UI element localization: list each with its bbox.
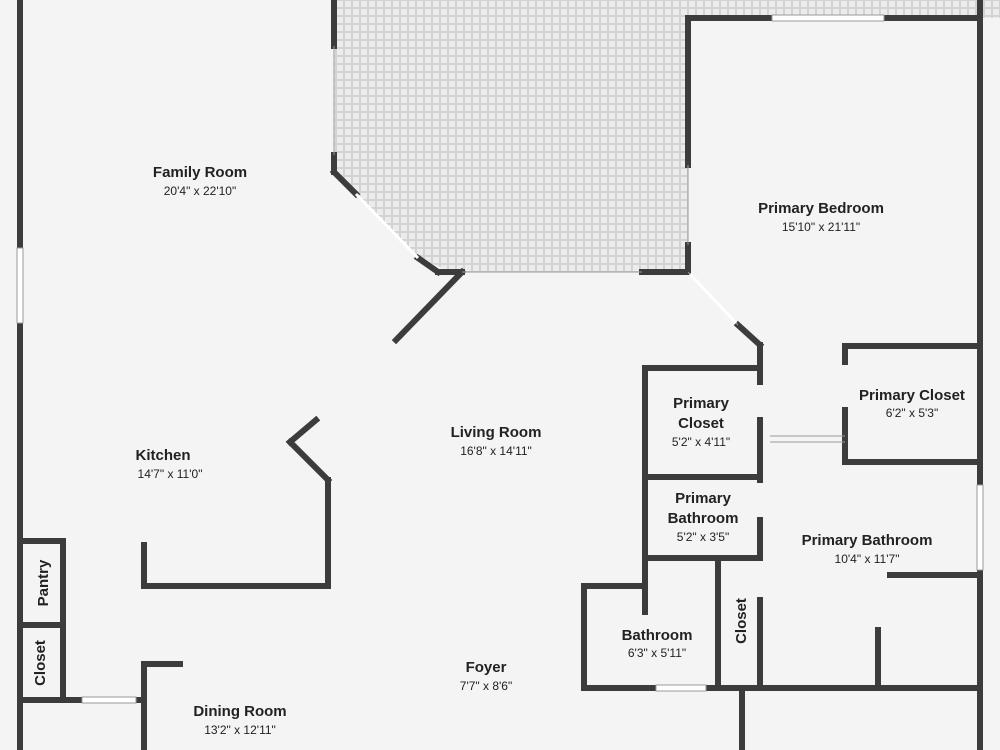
room-name-foyer: Foyer <box>466 659 507 676</box>
room-bathroom: Bathroom 6'3" x 5'11" <box>622 627 693 660</box>
room-name-primary-closet-mid-line2: Closet <box>678 415 724 432</box>
patio-tiled-area <box>334 0 1000 272</box>
room-name-primary-bathroom: Primary Bathroom <box>802 532 933 549</box>
room-dims-primary-closet-mid: 5'2" x 4'11" <box>672 435 730 449</box>
room-dims-primary-bathroom-small: 5'2" x 3'5" <box>677 530 729 544</box>
room-dims-foyer: 7'7" x 8'6" <box>460 679 512 693</box>
room-name-living-room: Living Room <box>451 424 542 441</box>
room-name-closet-hall: Closet <box>733 598 750 644</box>
room-closet-left: Closet <box>32 640 49 686</box>
room-dims-kitchen: 14'7" x 11'0" <box>138 467 203 481</box>
room-dims-living-room: 16'8" x 14'11" <box>460 444 532 458</box>
room-name-primary-bathroom-small-line1: Primary <box>675 490 732 507</box>
room-kitchen: Kitchen 14'7" x 11'0" <box>135 447 202 481</box>
room-name-bathroom: Bathroom <box>622 627 693 644</box>
walls <box>17 0 983 750</box>
room-name-dining-room: Dining Room <box>193 703 286 720</box>
room-dims-primary-bathroom: 10'4" x 11'7" <box>835 552 900 566</box>
room-pantry: Pantry <box>35 559 52 606</box>
room-name-primary-closet-mid-line1: Primary <box>673 395 730 412</box>
room-dining-room: Dining Room 13'2" x 12'11" <box>193 703 286 737</box>
room-name-primary-closet-right: Primary Closet <box>859 387 965 404</box>
room-primary-closet-right: Primary Closet 6'2" x 5'3" <box>859 387 965 420</box>
room-dims-primary-bedroom: 15'10" x 21'11" <box>782 220 860 234</box>
room-primary-bedroom: Primary Bedroom 15'10" x 21'11" <box>758 200 884 234</box>
room-name-pantry: Pantry <box>35 559 52 606</box>
room-dims-primary-closet-right: 6'2" x 5'3" <box>886 406 938 420</box>
room-name-closet-left: Closet <box>32 640 49 686</box>
room-primary-bathroom-small: Primary Bathroom 5'2" x 3'5" <box>668 490 739 544</box>
room-name-primary-bedroom: Primary Bedroom <box>758 200 884 217</box>
room-name-kitchen: Kitchen <box>135 447 190 464</box>
room-foyer: Foyer 7'7" x 8'6" <box>460 659 512 693</box>
room-name-primary-bathroom-small-line2: Bathroom <box>668 510 739 527</box>
room-dims-bathroom: 6'3" x 5'11" <box>628 646 686 660</box>
room-family-room: Family Room 20'4" x 22'10" <box>153 164 247 198</box>
room-primary-closet-mid: Primary Closet 5'2" x 4'11" <box>672 395 730 449</box>
room-name-family-room: Family Room <box>153 164 247 181</box>
room-dims-dining-room: 13'2" x 12'11" <box>204 723 276 737</box>
room-primary-bathroom: Primary Bathroom 10'4" x 11'7" <box>802 532 933 566</box>
windows <box>16 14 984 704</box>
room-closet-hall: Closet <box>733 598 750 644</box>
room-dims-family-room: 20'4" x 22'10" <box>164 184 237 198</box>
room-living-room: Living Room 16'8" x 14'11" <box>451 424 542 458</box>
